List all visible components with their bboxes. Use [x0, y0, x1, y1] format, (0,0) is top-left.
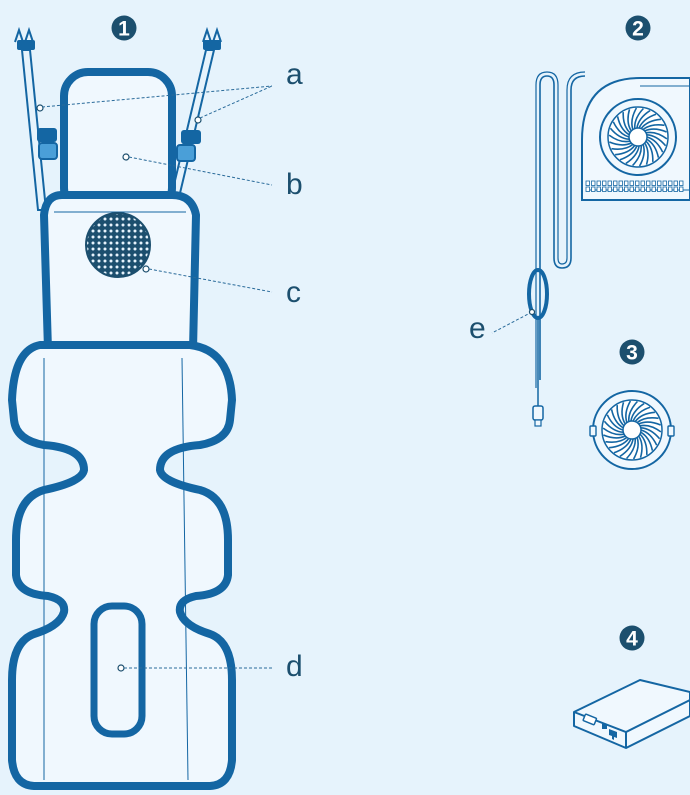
vent-slot	[652, 187, 656, 192]
part-number-4: 4	[626, 628, 638, 651]
vent-slot	[614, 181, 618, 186]
strap-buckle-right-icon	[177, 130, 201, 161]
vent-slot	[669, 187, 673, 192]
vent-slot	[603, 181, 607, 186]
vent-slot	[636, 181, 640, 186]
strap-left	[15, 30, 57, 210]
vent-slot	[592, 187, 596, 192]
vent-slot	[641, 181, 645, 186]
callout-b: b	[286, 168, 303, 201]
ring-point	[530, 310, 535, 315]
vent-slot	[680, 187, 684, 192]
vent-slot	[619, 181, 623, 186]
vent-slot	[597, 181, 601, 186]
vent-slot	[630, 181, 634, 186]
part-number-badge-4: 4	[620, 626, 645, 651]
part-number-3: 3	[626, 342, 638, 365]
vent-slot	[658, 187, 662, 192]
blower-fan-unit-illustration	[529, 72, 690, 426]
fan-mesh-icon	[86, 213, 150, 277]
vent-slot	[669, 181, 673, 186]
vent-slot	[625, 187, 629, 192]
headrest-point	[123, 154, 129, 160]
vent-slot	[597, 187, 601, 192]
round-fan-illustration	[590, 391, 674, 469]
strap-buckle-left-icon	[37, 128, 57, 159]
power-box-icon	[574, 680, 690, 748]
part-number-badge-2: 2	[626, 16, 651, 41]
vent-slot	[663, 187, 667, 192]
vent-slot	[647, 187, 651, 192]
part-number-2: 2	[632, 18, 644, 41]
vent-slot	[663, 181, 667, 186]
vent-slot	[603, 187, 607, 192]
callout-c: c	[286, 276, 301, 309]
part-number-badge-1: 1	[112, 16, 137, 41]
part-number-1: 1	[118, 18, 130, 41]
vent-slot	[619, 187, 623, 192]
vent-slot	[647, 181, 651, 186]
seat-cushion-illustration	[12, 30, 232, 786]
vent-slot	[586, 181, 590, 186]
slot-point	[118, 665, 124, 671]
vent-slot	[636, 187, 640, 192]
vent-slot	[680, 181, 684, 186]
callout-e: e	[469, 312, 486, 345]
usb-plug-icon	[533, 318, 543, 426]
vent-slot	[625, 181, 629, 186]
vent-slot	[658, 181, 662, 186]
vent-slot	[630, 187, 634, 192]
vent-slot	[592, 181, 596, 186]
vent-slot	[674, 187, 678, 192]
vent-slot	[586, 187, 590, 192]
part-number-badge-3: 3	[620, 340, 645, 365]
vent-slot	[674, 181, 678, 186]
seat-slot	[94, 606, 142, 734]
fan-impeller-icon	[600, 99, 676, 175]
mesh-point	[143, 266, 149, 272]
vent-slot	[614, 187, 618, 192]
callout-a: a	[286, 58, 303, 91]
strap-point-left	[37, 105, 43, 111]
callout-d: d	[286, 650, 303, 683]
vent-slot	[608, 187, 612, 192]
vent-slot	[608, 181, 612, 186]
cable-loop-icon	[540, 76, 585, 380]
vent-slot	[641, 187, 645, 192]
vent-slot	[652, 181, 656, 186]
